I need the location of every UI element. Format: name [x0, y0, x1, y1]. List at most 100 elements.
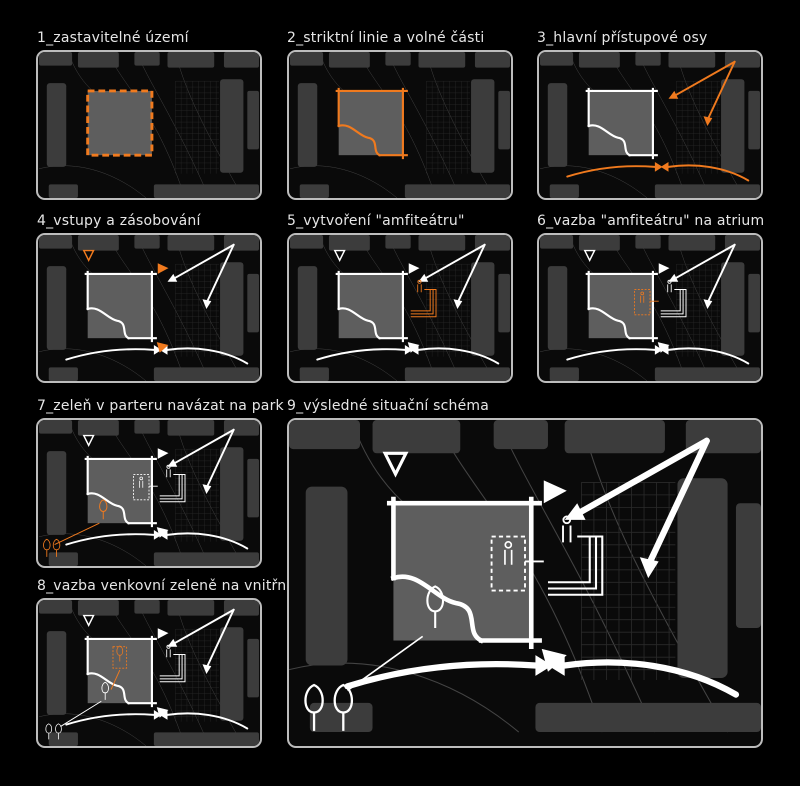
entry-triangle-icon [82, 434, 95, 447]
building-site [588, 90, 653, 156]
entry-triangle-icon [382, 451, 409, 478]
panel-1-title: 1_zastavitelné území [37, 30, 189, 46]
buildings [289, 420, 761, 733]
green-link [54, 522, 100, 546]
panel-8 [36, 598, 262, 748]
amphitheatre-steps [159, 644, 186, 683]
panel-4-diagram [38, 235, 259, 381]
building-site [87, 458, 152, 524]
arrow-icon [417, 347, 500, 365]
tree-icon [43, 538, 51, 557]
panel-7-diagram [38, 420, 259, 566]
panel-6-diagram [539, 235, 760, 381]
entry-markers [82, 434, 169, 538]
person-icon [417, 279, 422, 293]
strict-lines [386, 496, 542, 650]
strict-lines [84, 270, 157, 343]
entry-triangle-icon [541, 648, 567, 672]
strict-lines [585, 270, 658, 343]
arrow-icon [561, 659, 740, 698]
arrow-icon [675, 60, 736, 96]
strict-lines [585, 87, 658, 160]
entry-triangle-icon [407, 342, 420, 353]
person-icon [504, 540, 513, 565]
panel-9 [287, 418, 763, 748]
building-site [338, 273, 403, 339]
strict-lines [335, 87, 408, 160]
entry-triangle-icon [157, 263, 169, 274]
tree-icon [116, 645, 124, 662]
building-site [338, 90, 403, 156]
panel-2-title: 2_striktní linie a volné části [287, 30, 485, 46]
entry-markers [333, 249, 420, 353]
panel-2 [287, 50, 513, 200]
panel-1-diagram [38, 52, 259, 198]
panel-7 [36, 418, 262, 568]
arrow-icon [174, 243, 235, 279]
person-icon [640, 291, 645, 303]
access-axes [566, 60, 750, 182]
entry-triangle-icon [156, 527, 169, 538]
buildings [540, 52, 760, 198]
tree-icon [52, 538, 61, 557]
arrow-icon [578, 437, 710, 515]
panel-9-title: 9_výsledné situační schéma [287, 398, 490, 414]
panel-1 [36, 50, 262, 200]
access-axes [65, 243, 249, 365]
panel-5-title: 5_vytvoření "amfiteátru" [287, 213, 465, 229]
strict-lines [84, 455, 157, 528]
panel-8-title: 8_vazba venkovní zeleně na vnitřní [37, 578, 291, 594]
arrow-icon [205, 243, 235, 305]
arrow-icon [425, 243, 486, 279]
atrium [490, 535, 526, 592]
arrow-icon [566, 165, 656, 178]
arrow-icon [456, 243, 486, 305]
arrow-icon [205, 608, 235, 670]
arrow-icon [667, 164, 750, 182]
amphitheatre-steps [410, 279, 437, 318]
entry-triangle-icon [157, 448, 169, 459]
arrow-icon [667, 347, 750, 365]
person-icon [166, 644, 171, 658]
atrium [132, 474, 150, 501]
entry-triangle-icon [583, 249, 596, 262]
arrow-icon [65, 713, 155, 726]
arrow-icon [174, 608, 235, 644]
access-axes [566, 243, 750, 365]
entry-triangle-icon [157, 628, 169, 639]
access-axes [344, 437, 740, 698]
panel-5-diagram [289, 235, 510, 381]
buildings [290, 235, 510, 381]
entry-triangle-icon [156, 342, 169, 353]
arrow-icon [65, 348, 155, 361]
access-axes [65, 428, 249, 550]
tree-icon [99, 499, 108, 520]
entry-triangle-icon [156, 707, 169, 718]
tree-icon [304, 683, 324, 731]
entry-markers [82, 614, 169, 718]
arrow-icon [65, 533, 155, 546]
buildings [39, 600, 259, 746]
tree-icon [426, 585, 445, 629]
amphitheatre-steps [660, 279, 687, 318]
building-site [87, 273, 152, 339]
building-site [588, 273, 653, 339]
buildings [39, 52, 259, 198]
arrow-icon [205, 428, 235, 490]
entry-markers [583, 249, 670, 353]
green-link [110, 669, 121, 690]
atrium [112, 646, 128, 669]
amphitheatre-steps [159, 464, 186, 503]
panel-4-title: 4_vstupy a zásobování [37, 213, 201, 229]
arrow-icon [645, 437, 710, 569]
strict-lines [84, 635, 157, 708]
green-link [60, 700, 102, 727]
amphitheatre-steps [547, 515, 604, 596]
strict-lines [335, 270, 408, 343]
arrow-icon [166, 532, 249, 550]
arrow-icon [174, 428, 235, 464]
entry-markers [82, 249, 169, 353]
paving-grid [426, 81, 471, 174]
atrium [633, 289, 651, 316]
panel-3-diagram [539, 52, 760, 198]
